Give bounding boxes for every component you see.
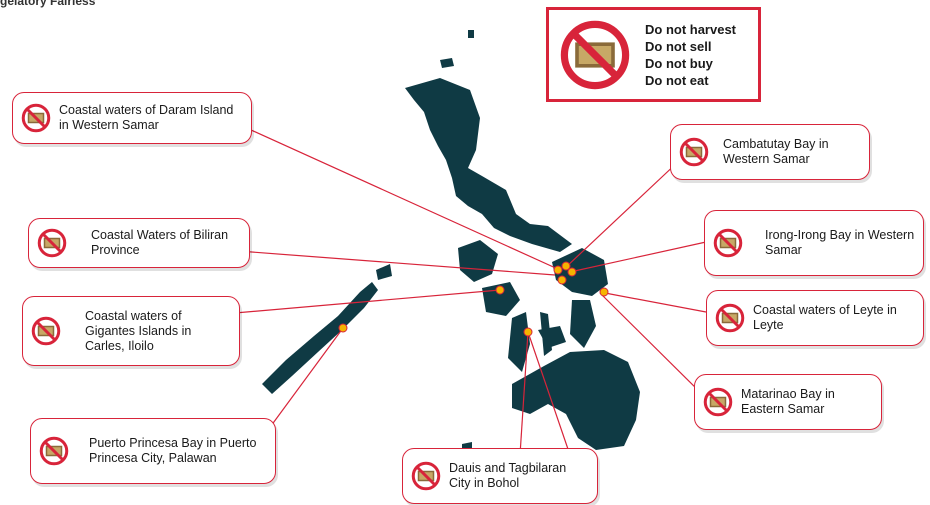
no-shellfish-icon [37,228,67,258]
leader-lines [211,124,709,456]
leader-line-dauis [519,331,529,456]
leader-line-leyte [604,292,707,313]
legend-item: Do not sell [645,38,712,54]
callout-label: Matarinao Bay in Eastern Samar [741,387,835,416]
callout-label: Coastal Waters of Biliran Province [91,228,229,257]
callout-label: Puerto Princesa Bay in Puerto Princesa C… [89,436,257,465]
callout-cambatutay: Cambatutay Bay in Western Samar [670,124,870,180]
marker-leyte [599,287,609,297]
no-shellfish-icon [713,228,743,258]
callout-puerto-princesa: Puerto Princesa Bay in Puerto Princesa C… [30,418,276,484]
header-fragment: gelatory Fairless [0,0,96,8]
leader-line-puerto-princesa [267,327,344,431]
no-shellfish-icon [39,436,69,466]
callout-daram: Coastal waters of Daram Island in Wester… [12,92,252,144]
samar-island [552,248,608,296]
legend-item: Do not harvest [645,21,737,37]
bohol-island [538,326,566,348]
mindanao-island [512,350,640,450]
callout-irong: Irong-Irong Bay in Western Samar [704,210,924,276]
marker-dauis [523,327,533,337]
no-shellfish-icon [411,461,441,491]
marker-cambatutay [561,261,571,271]
marker-gigantes [495,285,505,295]
palawan-island [262,282,378,394]
no-shellfish-icon [715,303,745,333]
callout-dauis: Dauis and Tagbilaran City in Bohol [402,448,598,504]
no-shellfish-icon [679,137,709,167]
marker-daram [553,265,563,275]
callout-label: Coastal waters of Leyte in Leyte [753,303,897,332]
marker-irong [567,267,577,277]
legend-box: Do not harvest Do not sell Do not buy Do… [546,7,761,102]
legend-list: Do not harvest Do not sell Do not buy Do… [645,21,736,89]
callout-label: Coastal waters of Gigantes Islands in Ca… [85,308,192,353]
luzon-island [405,78,572,252]
legend-item: Do not eat [645,72,709,88]
no-shellfish-icon [703,387,733,417]
callout-label: Dauis and Tagbilaran City in Bohol [449,461,567,490]
marker-biliran [557,275,567,285]
leader-line-irong [569,241,707,273]
leader-line-daram [239,124,561,271]
no-shellfish-icon [21,103,51,133]
callout-biliran: Coastal Waters of Biliran Province [28,218,250,268]
callout-label: Irong-Irong Bay in Western Samar [765,228,915,257]
callout-label: Coastal waters of Daram Island in Wester… [59,103,234,132]
leader-line-matarinao [599,292,709,401]
calamian-islet [376,264,392,280]
leader-line-cambatutay [564,159,681,269]
babuyan-islet [440,58,454,68]
leyte-island [570,300,596,348]
callout-gigantes: Coastal waters of Gigantes Islands in Ca… [22,296,240,366]
callout-label: Cambatutay Bay in Western Samar [723,137,829,166]
land-masses [262,30,640,460]
mindoro-island [458,240,498,282]
callout-leyte: Coastal waters of Leyte in Leyte [706,290,924,346]
site-markers [338,261,609,337]
no-shellfish-icon [559,19,631,91]
leader-line-dauis-2 [527,331,571,456]
batanes-islet [468,30,474,38]
negros-island [508,312,530,372]
marker-puerto-princesa [338,323,348,333]
legend-item: Do not buy [645,55,713,71]
callout-matarinao: Matarinao Bay in Eastern Samar [694,374,882,430]
leader-line-biliran [224,249,556,276]
leader-line-gigantes [211,289,501,316]
no-shellfish-icon [31,316,61,346]
